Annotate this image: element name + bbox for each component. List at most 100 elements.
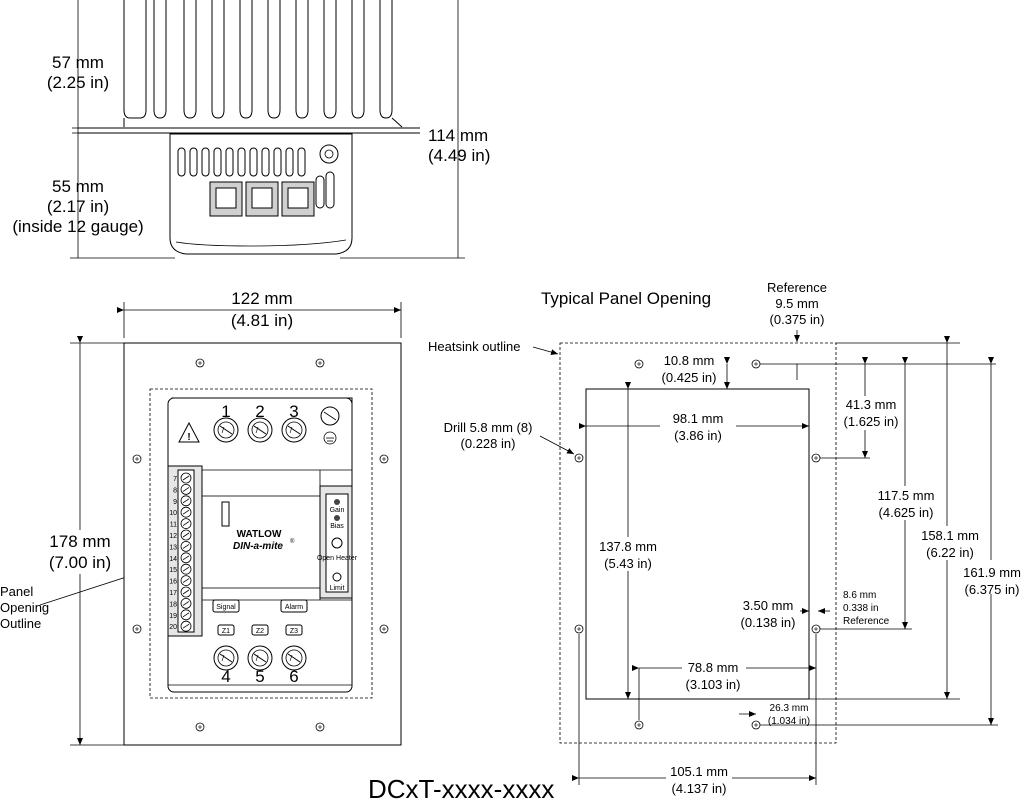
total-height-in: (4.49 in)	[428, 146, 490, 165]
reference-mm: 9.5 mm	[775, 296, 818, 311]
side-terminal-number: 8	[173, 487, 177, 494]
dim-26-3-in: (1.034 in)	[768, 716, 810, 727]
body-height-in: (2.17 in)	[47, 197, 109, 216]
vent-slots	[177, 147, 335, 209]
dim-117-5-in: (4.625 in)	[879, 505, 934, 520]
terminal-3-label: 3	[289, 402, 298, 421]
side-terminal-number: 15	[169, 567, 177, 574]
front-height-in: (7.00 in)	[49, 553, 111, 572]
dim-137-8-in: (5.43 in)	[604, 556, 652, 571]
dim-3-50-mm: 3.50 mm	[743, 598, 794, 613]
heatsink-height-in: (2.25 in)	[47, 73, 109, 92]
side-terminal-screw	[180, 529, 192, 541]
side-terminal-number: 18	[169, 601, 177, 608]
terminal-2-label: 2	[255, 402, 264, 421]
dim-105-1-in: (4.137 in)	[672, 781, 727, 796]
terminal-1-label: 1	[221, 402, 230, 421]
bias-led	[334, 515, 340, 521]
gain-led	[334, 499, 340, 505]
front-height-mm: 178 mm	[49, 532, 110, 551]
z2-label: Z2	[256, 628, 264, 635]
side-terminal-number: 14	[169, 556, 177, 563]
terminal-blocks-side	[209, 181, 315, 217]
dim-158-1-mm: 158.1 mm	[921, 528, 979, 543]
warning-icon	[178, 421, 200, 443]
dim-98-1-mm: 98.1 mm	[673, 411, 724, 426]
knob-icon	[319, 144, 339, 164]
side-terminal-screw	[180, 506, 192, 518]
side-terminal-number: 19	[169, 613, 177, 620]
led-limit-label: Limit	[330, 585, 345, 592]
alarm-label: Alarm	[285, 604, 303, 611]
dim-41-3-in: (1.625 in)	[844, 414, 899, 429]
limit-led	[332, 572, 342, 582]
body-height-mm: 55 mm	[52, 177, 104, 196]
bottom-terminals: 4 5 6	[213, 645, 307, 686]
panel-opening-outline	[149, 388, 373, 699]
side-terminal-number: 10	[169, 510, 177, 517]
panel-opening-view: Typical Panel Opening Reference 9.5 mm (…	[428, 280, 1024, 798]
dim-8-6-ref: Reference	[843, 616, 890, 627]
svg-text:!: !	[187, 432, 190, 443]
side-terminal-screw	[180, 541, 192, 552]
brand-name: WATLOW	[237, 529, 282, 540]
side-terminal-screw	[180, 483, 192, 495]
dim-3-50-in: (0.138 in)	[741, 615, 796, 630]
side-terminal-screw	[180, 586, 192, 598]
dim-8-6-mm: 8.6 mm	[843, 590, 876, 601]
front-view: 122 mm (4.81 in) 178 mm (7.00 in) Panel …	[0, 289, 402, 746]
open-heater-button[interactable]	[331, 537, 343, 549]
part-number: DCxT-xxxx-xxxx	[368, 774, 554, 799]
heatsink-fins	[123, 0, 403, 128]
signal-label: Signal	[216, 604, 236, 611]
side-terminal-number: 20	[169, 624, 177, 631]
reference-in: (0.375 in)	[770, 312, 825, 327]
dim-161-9-mm: 161.9 mm	[963, 565, 1021, 580]
alarm-label-box	[280, 599, 308, 613]
dim-158-1-in: (6.22 in)	[926, 545, 974, 560]
side-terminal-screw	[180, 575, 192, 586]
side-terminal-screw	[180, 620, 192, 632]
drill-size: Drill 5.8 mm (8)	[444, 420, 533, 435]
side-terminal-number: 16	[169, 579, 177, 586]
total-height-mm: 114 mm	[428, 126, 488, 145]
dim-161-9-in: (6.375 in)	[965, 582, 1020, 597]
signal-label-box	[212, 599, 240, 613]
z3-label: Z3	[290, 628, 298, 635]
side-terminal-screw	[180, 563, 192, 575]
heatsink-outline	[559, 342, 837, 744]
dim-41-3-mm: 41.3 mm	[846, 397, 897, 412]
body-height-note: (inside 12 gauge)	[12, 217, 143, 236]
product-name: DIN-a-mite	[233, 541, 283, 552]
terminal-4-label: 4	[221, 667, 230, 686]
terminal-6-label: 6	[289, 667, 298, 686]
dim-78-8-in: (3.103 in)	[686, 677, 741, 692]
z1-label: Z1	[222, 628, 230, 635]
side-terminal-number: 11	[170, 522, 177, 529]
heatsink-height-mm: 57 mm	[52, 53, 104, 72]
side-terminal-screw	[180, 495, 192, 507]
top-terminals: 1 2 3	[213, 402, 307, 443]
side-terminal-screw	[180, 598, 192, 609]
ground-icon	[323, 431, 337, 445]
dim-10-8-mm: 10.8 mm	[664, 353, 715, 368]
side-terminal-screw	[180, 609, 192, 621]
panel-label-line1: Panel	[0, 584, 33, 599]
side-terminal-number: 17	[169, 590, 177, 597]
brand-slot	[221, 501, 230, 527]
side-view: 57 mm (2.25 in) 114 mm (4.49 in) 55 mm (…	[12, 0, 490, 259]
dim-8-6-in: 0.338 in	[843, 603, 879, 614]
led-gain-label: Gain	[330, 507, 345, 514]
panel-label-line3: Outline	[0, 616, 41, 631]
side-terminal-screw	[180, 552, 192, 564]
led-bias-label: Bias	[330, 523, 344, 530]
panel-label-line2: Opening	[0, 600, 49, 615]
dim-137-8-mm: 137.8 mm	[599, 539, 657, 554]
dim-117-5-mm: 117.5 mm	[878, 488, 935, 503]
side-terminal-number: 7	[173, 476, 177, 483]
heatsink-outline-label: Heatsink outline	[428, 339, 521, 354]
dim-78-8-mm: 78.8 mm	[688, 660, 739, 675]
